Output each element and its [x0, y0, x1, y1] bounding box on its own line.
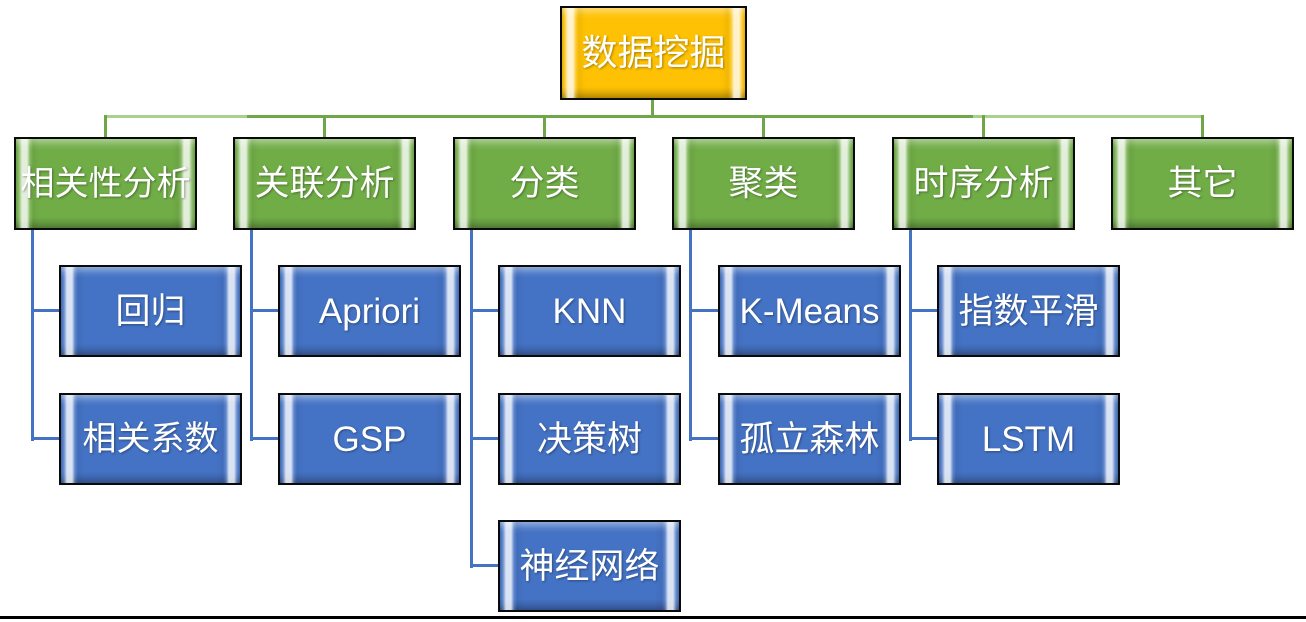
- bottom-border-line: [0, 616, 1306, 619]
- node-exponential-smoothing: 指数平滑: [937, 265, 1120, 357]
- connector-stub-gsp: [250, 437, 278, 440]
- node-neural-network: 神经网络: [498, 520, 681, 612]
- connector-drop-classification: [470, 229, 473, 568]
- connector-branch-stub-1: [104, 115, 107, 137]
- node-decision-tree: 决策树: [498, 393, 681, 485]
- connector-drop-time-series: [909, 229, 912, 441]
- node-data-mining: 数据挖掘: [560, 6, 747, 100]
- node-lstm: LSTM: [937, 393, 1120, 485]
- node-apriori: Apriori: [278, 265, 461, 357]
- node-other: 其它: [1111, 137, 1294, 230]
- connector-stub-isolation-forest: [689, 437, 718, 440]
- connector-drop-clustering: [689, 229, 692, 441]
- connector-stub-exp-smoothing: [909, 309, 937, 312]
- node-clustering: 聚类: [672, 137, 855, 230]
- node-isolation-forest: 孤立森林: [718, 393, 901, 485]
- connector-stub-regression: [31, 309, 59, 312]
- connector-stub-kmeans: [689, 309, 718, 312]
- node-classification: 分类: [453, 137, 636, 230]
- connector-root-stem: [651, 100, 654, 117]
- connector-stub-correlation-coef: [31, 437, 59, 440]
- connector-drop-association: [250, 229, 253, 441]
- node-gsp: GSP: [278, 393, 461, 485]
- connector-branch-stub-3: [543, 115, 546, 137]
- node-regression: 回归: [59, 265, 242, 357]
- node-knn: KNN: [498, 265, 681, 357]
- connector-stub-lstm: [909, 437, 937, 440]
- connector-stub-apriori: [250, 309, 278, 312]
- connector-stub-decision-tree: [470, 437, 498, 440]
- connector-branch-stub-2: [323, 115, 326, 137]
- connector-branch-stub-6: [1201, 115, 1204, 137]
- node-correlation-analysis: 相关性分析: [14, 137, 197, 230]
- node-kmeans: K-Means: [718, 265, 901, 357]
- node-time-series-analysis: 时序分析: [892, 137, 1075, 230]
- node-correlation-coefficient: 相关系数: [59, 393, 242, 485]
- connector-drop-correlation: [31, 229, 34, 441]
- connector-branch-trunk: [104, 115, 1204, 118]
- connector-stub-neural-network: [470, 564, 498, 567]
- connector-branch-stub-4: [762, 115, 765, 137]
- connector-stub-knn: [470, 309, 498, 312]
- connector-branch-stub-5: [982, 115, 985, 137]
- node-association-analysis: 关联分析: [233, 137, 416, 230]
